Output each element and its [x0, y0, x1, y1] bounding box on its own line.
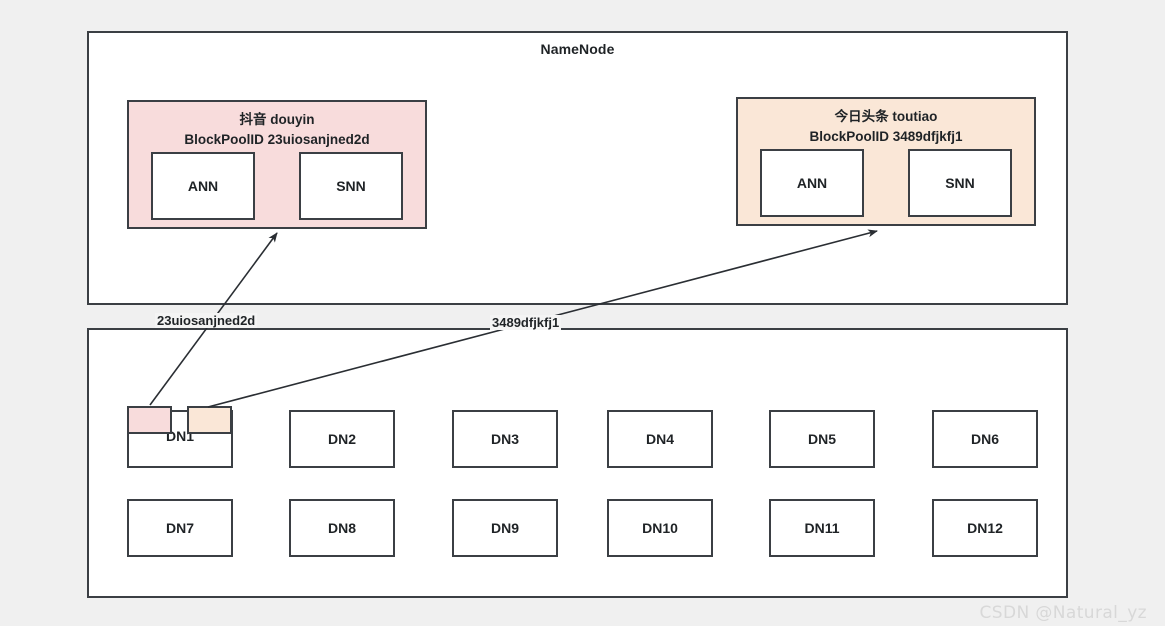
datanode-dn12[interactable]: DN12 — [932, 499, 1038, 557]
blockpool-toutiao-node-ann[interactable]: ANN — [760, 149, 864, 217]
datanode-dn1-label: DN1 — [165, 428, 194, 444]
datanode-dn4[interactable]: DN4 — [607, 410, 713, 468]
datanode-container — [87, 328, 1068, 598]
datanode-dn12-label: DN12 — [967, 520, 1003, 536]
datanode-dn7[interactable]: DN7 — [127, 499, 233, 557]
blockpool-douyin[interactable]: 抖音 douyin BlockPoolID 23uiosanjned2d ANN… — [127, 100, 427, 229]
edge-label-toutiao: 3489dfjkfj1 — [490, 315, 562, 330]
datanode-dn8[interactable]: DN8 — [289, 499, 395, 557]
datanode-dn3-label: DN3 — [490, 431, 519, 447]
dn1-chunk-toutiao[interactable] — [187, 406, 232, 434]
blockpool-toutiao-name: 今日头条 toutiao — [834, 109, 938, 124]
blockpool-toutiao-node-snn[interactable]: SNN — [908, 149, 1012, 217]
datanode-dn3[interactable]: DN3 — [452, 410, 558, 468]
blockpool-douyin-nodes: ANN SNN — [129, 152, 425, 220]
watermark: CSDN @Natural_yz — [979, 603, 1147, 623]
datanode-dn11-label: DN11 — [804, 520, 840, 536]
edge-label-douyin: 23uiosanjned2d — [155, 313, 258, 328]
datanode-dn6[interactable]: DN6 — [932, 410, 1038, 468]
blockpool-douyin-node-ann[interactable]: ANN — [151, 152, 255, 220]
datanode-dn10[interactable]: DN10 — [607, 499, 713, 557]
datanode-dn8-label: DN8 — [327, 520, 356, 536]
datanode-dn4-label: DN4 — [645, 431, 674, 447]
blockpool-toutiao-nodes: ANN SNN — [738, 149, 1034, 217]
datanode-dn5-label: DN5 — [807, 431, 836, 447]
datanode-dn9[interactable]: DN9 — [452, 499, 558, 557]
datanode-dn11[interactable]: DN11 — [769, 499, 875, 557]
datanode-dn6-label: DN6 — [970, 431, 999, 447]
blockpool-toutiao[interactable]: 今日头条 toutiao BlockPoolID 3489dfjkfj1 ANN… — [736, 97, 1036, 226]
datanode-dn5[interactable]: DN5 — [769, 410, 875, 468]
datanode-dn7-label: DN7 — [165, 520, 194, 536]
blockpool-douyin-id: BlockPoolID 23uiosanjned2d — [184, 132, 370, 147]
blockpool-douyin-node-snn[interactable]: SNN — [299, 152, 403, 220]
dn1-chunk-douyin[interactable] — [127, 406, 172, 434]
datanode-dn9-label: DN9 — [490, 520, 519, 536]
blockpool-toutiao-id: BlockPoolID 3489dfjkfj1 — [809, 129, 963, 144]
datanode-dn10-label: DN10 — [642, 520, 678, 536]
datanode-dn2[interactable]: DN2 — [289, 410, 395, 468]
blockpool-douyin-name: 抖音 douyin — [239, 112, 315, 127]
datanode-dn2-label: DN2 — [327, 431, 356, 447]
namenode-title: NameNode — [540, 41, 615, 57]
